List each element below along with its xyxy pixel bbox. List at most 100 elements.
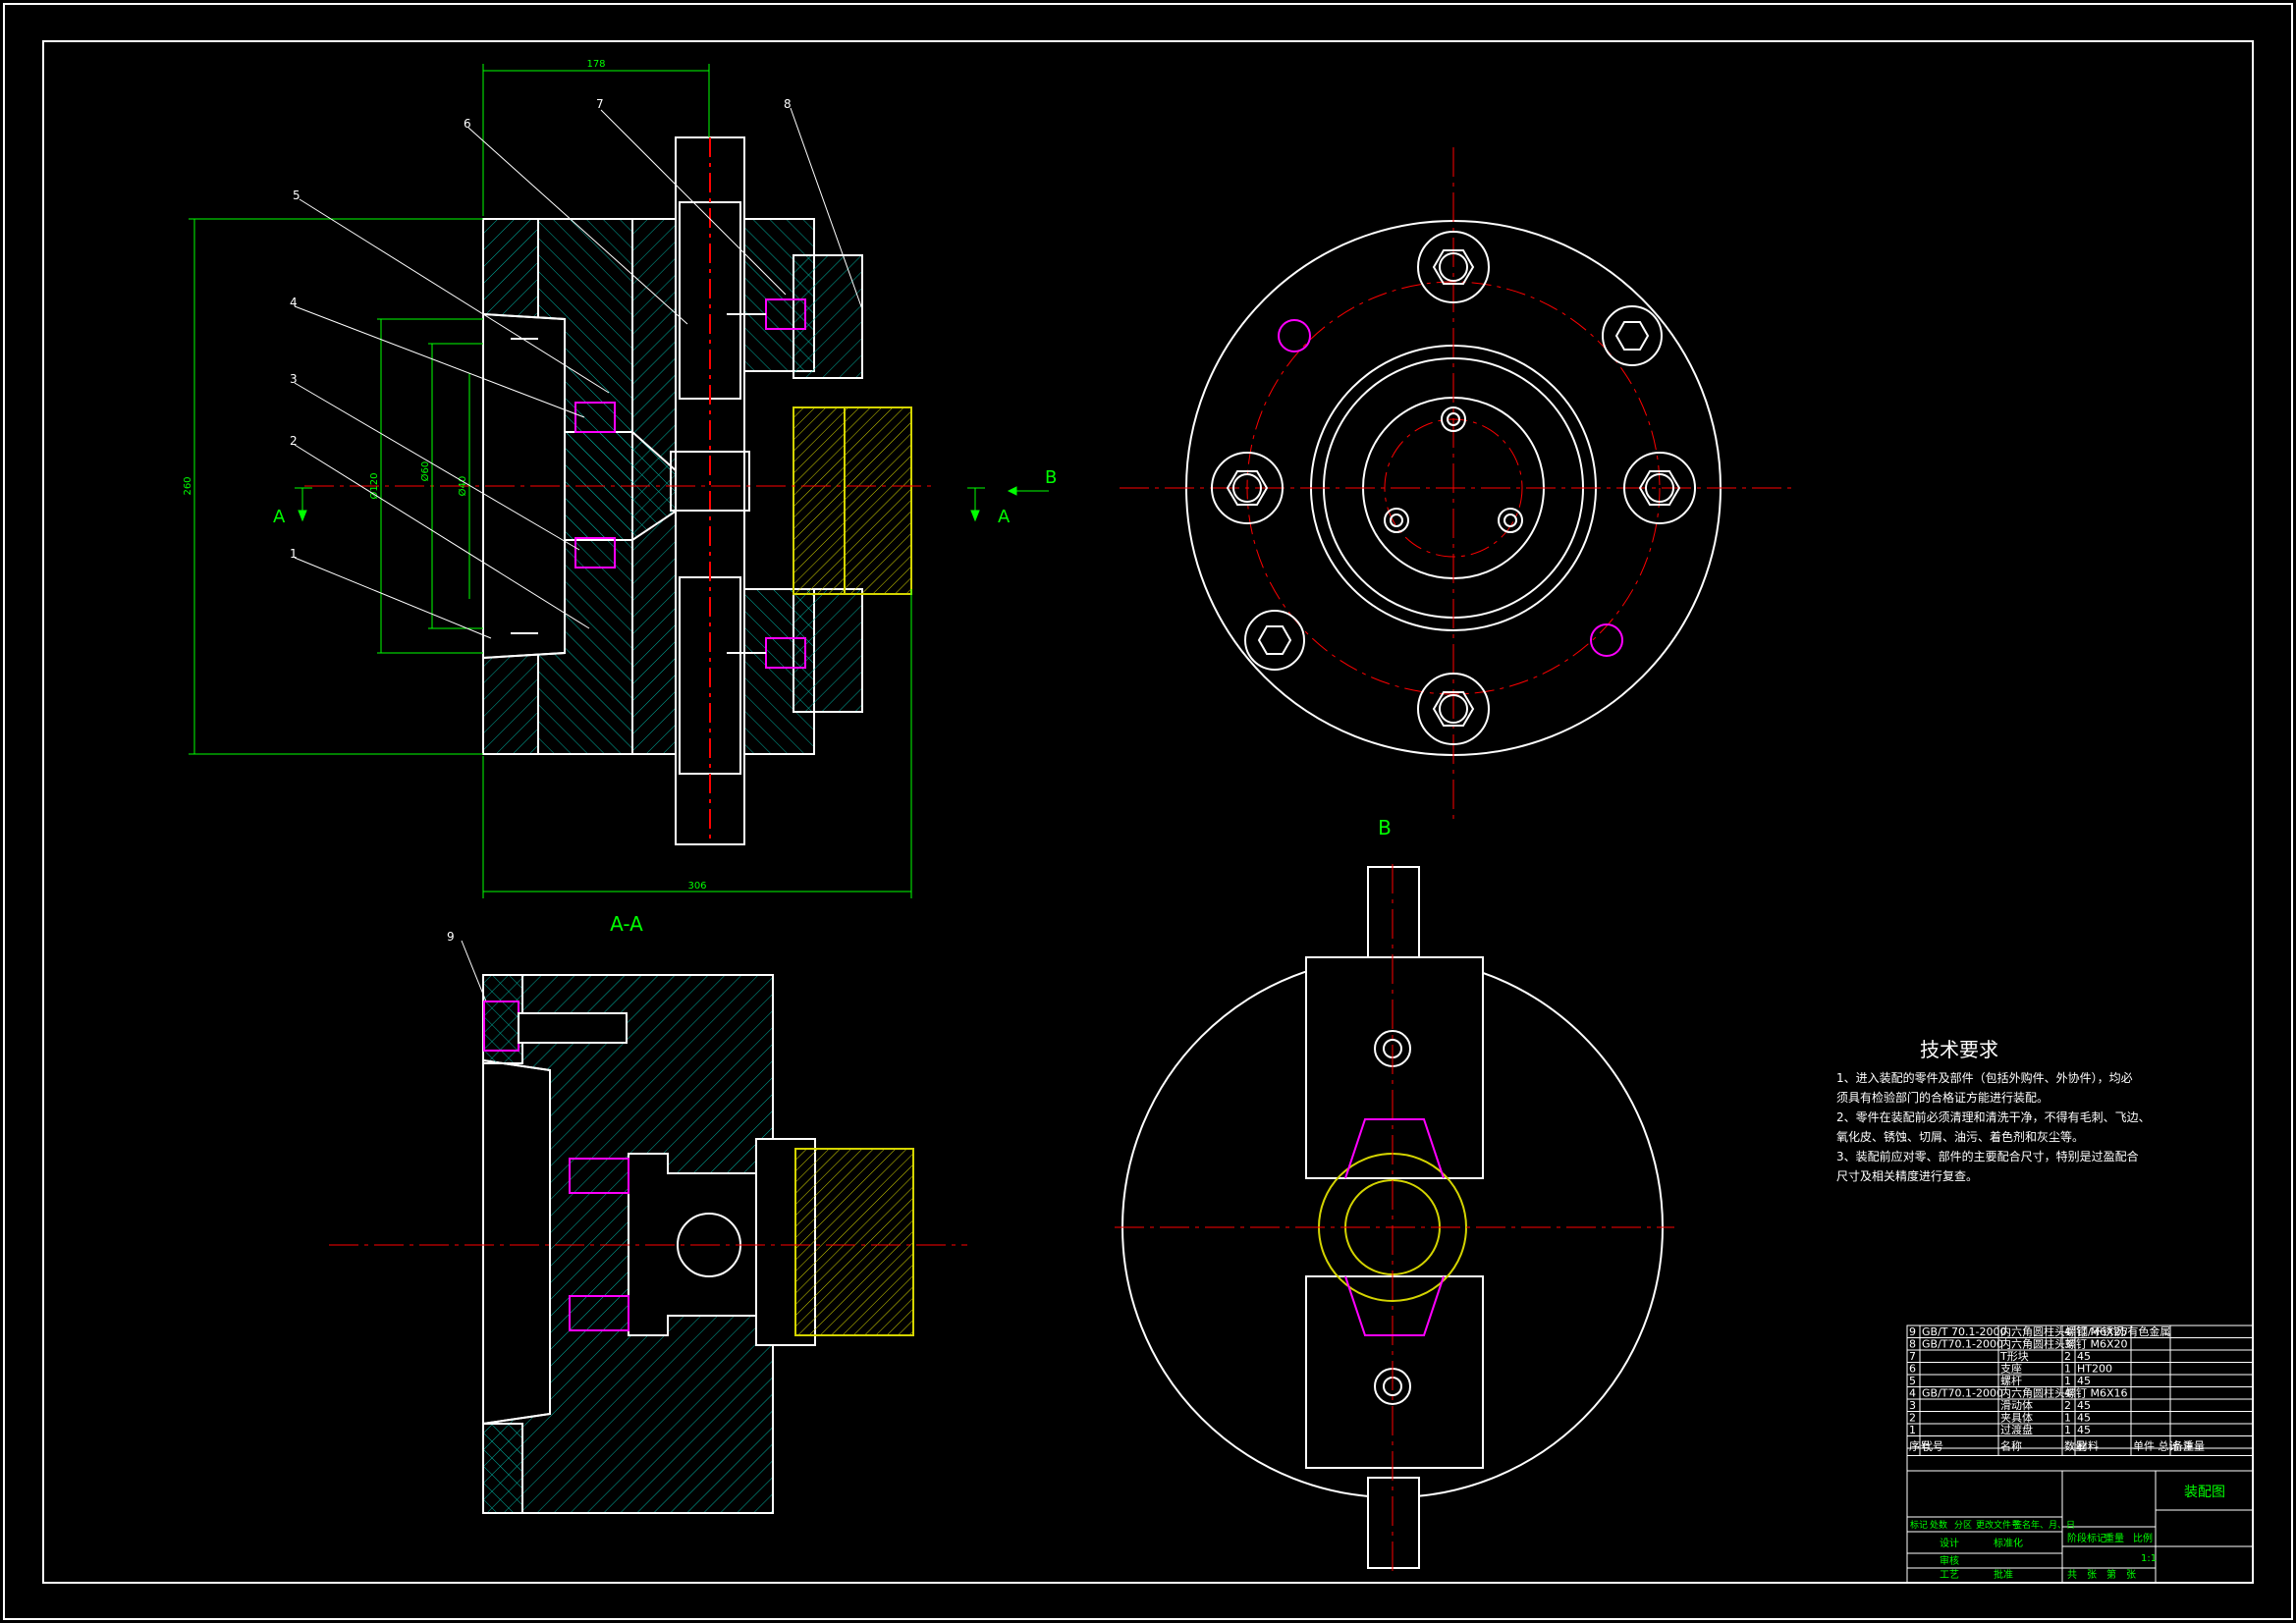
role-review: 审核: [1940, 1554, 1959, 1567]
cut-mark-a-right: A: [998, 507, 1011, 527]
bom-cell: T形块: [1999, 1350, 2029, 1363]
bom-header-cell: 名称: [2000, 1439, 2022, 1453]
dim-inner-h2: Ø60: [419, 461, 431, 482]
change-label: 标记: [1910, 1519, 1928, 1531]
balloon-leaders: [294, 107, 863, 1002]
bom-cell: 9: [1909, 1325, 1916, 1338]
outer-border: [3, 3, 2293, 1620]
bom-table: [1906, 1325, 2254, 1584]
bom-cell: 内六角圆柱头螺钉 M6X20: [2000, 1337, 2128, 1351]
cut-mark-a-left: A: [273, 507, 286, 527]
bom-cell: GB/T 70.1-2000: [1922, 1325, 2006, 1338]
bom-cell: 夹具体: [2000, 1411, 2033, 1425]
bom-cell: 支座: [2000, 1362, 2022, 1376]
dim-bottom-width: 306: [687, 881, 706, 892]
bom-cell: 2: [2064, 1399, 2071, 1412]
tech-req-line: 1、进入装配的零件及部件（包括外购件、外协件），均必: [1836, 1070, 2133, 1085]
balloon-1: 1: [290, 547, 298, 561]
sheet-unit-2: 张: [2126, 1569, 2136, 1581]
balloon-4: 4: [290, 296, 298, 309]
drawing-name: 装配图: [2184, 1485, 2225, 1500]
tech-req-lines: 1、进入装配的零件及部件（包括外购件、外协件），均必 须具有检验部门的合格证方能…: [1836, 1070, 2151, 1183]
change-label: 处数: [1930, 1519, 1947, 1531]
bom-header-cell: 序号: [1909, 1439, 1931, 1453]
sheet-unit-1: 张: [2087, 1569, 2097, 1581]
dim-top-width: 178: [586, 59, 605, 70]
bom-cell: 45: [2077, 1412, 2091, 1425]
bom-cell: GB/T70.1-2000: [1922, 1387, 2003, 1400]
bom-cell: 45: [2077, 1424, 2091, 1436]
dim-inner-h3: Ø40: [457, 476, 468, 497]
bom-cell: 6: [1909, 1363, 1916, 1376]
balloon-7: 7: [596, 97, 604, 111]
bom-cell: 滑动体: [2000, 1398, 2033, 1412]
change-label: 更改文件号: [1976, 1519, 2020, 1531]
side-view-circle: [1120, 147, 1792, 825]
bom-cell: 4: [2064, 1325, 2071, 1338]
view-b: [1115, 864, 1674, 1571]
sheet-total: 共: [2067, 1569, 2077, 1581]
bom-cell: 45: [2077, 1350, 2091, 1363]
bom-cell: 7: [1909, 1350, 1916, 1363]
bom-cell: 8: [1909, 1338, 1916, 1351]
scale-label: 比例: [2133, 1532, 2153, 1544]
tech-req-line: 须具有检验部门的合格证方能进行装配。: [1836, 1090, 2049, 1105]
change-label: 签名: [2013, 1519, 2031, 1531]
main-section-view: [304, 136, 933, 845]
bom-cell: 螺杆: [2000, 1374, 2022, 1387]
role-design: 设计: [1940, 1537, 1959, 1549]
dim-inner-h1: Ø120: [368, 473, 380, 500]
bom-cell: 钢/不锈钢/有色金属: [2077, 1325, 2170, 1338]
bom-cell: GB/T70.1-2000: [1922, 1338, 2003, 1351]
cut-marks: [295, 486, 1049, 522]
balloon-3: 3: [290, 372, 298, 386]
bom-cell: 1: [2064, 1424, 2071, 1436]
bom-cell: HT200: [2077, 1363, 2112, 1376]
change-label: 年、月、日: [2031, 1519, 2075, 1531]
main-dimensions: [189, 64, 912, 898]
bom-cell: 3: [1909, 1399, 1916, 1412]
bom-cell: 4: [1909, 1387, 1916, 1400]
inner-border: [42, 40, 2254, 1584]
tech-req-line: 尺寸及相关精度进行复查。: [1836, 1168, 1978, 1183]
bom-cell: 1: [1909, 1424, 1916, 1436]
balloon-5: 5: [293, 189, 301, 202]
view-b-label: B: [1378, 816, 1392, 839]
section-aa-view: [329, 974, 967, 1514]
std-label: 标准化: [1994, 1537, 2023, 1549]
tech-req-line: 2、零件在装配前必须清理和清洗干净，不得有毛刺、飞边、: [1836, 1109, 2151, 1124]
bolt-head-icon: [1417, 231, 1490, 303]
bom-cell: 1: [2064, 1363, 2071, 1376]
change-label: 分区: [1954, 1520, 1972, 1531]
balloon-9: 9: [447, 930, 455, 944]
bom-cell: 2: [1909, 1412, 1916, 1425]
bom-cell: 内六角圆柱头螺钉 M6X25: [2000, 1325, 2128, 1338]
bom-header-cell: 备注: [2172, 1439, 2194, 1453]
bom-header-cell: 材料: [2077, 1439, 2099, 1453]
change-labels: 标记 处数 分区 更改文件号 签名 年、月、日: [1910, 1519, 2075, 1531]
section-label-aa: A-A: [610, 912, 643, 936]
tech-req-line: 3、装配前应对零、部件的主要配合尺寸，特别是过盈配合: [1836, 1149, 2139, 1163]
bom-cell: 内六角圆柱头螺钉 M6X16: [2000, 1386, 2128, 1400]
bom-header-cell: 数量: [2064, 1440, 2086, 1453]
bom-header-cell: 单件 总计 重量: [2133, 1439, 2205, 1453]
approve-label: 批准: [1994, 1568, 2013, 1581]
weight-label: 重量: [2105, 1532, 2124, 1544]
tech-req-title: 技术要求: [1920, 1038, 1998, 1061]
title-block: [1907, 1470, 2253, 1583]
tech-req-line: 氧化皮、锈蚀、切屑、油污、着色剂和灰尘等。: [1836, 1129, 2084, 1144]
stage-mark: 阶段标记: [2067, 1532, 2106, 1544]
cut-mark-b: B: [1045, 467, 1057, 488]
bom-cell: 过渡盘: [2000, 1423, 2033, 1436]
bom-cell: 3: [2064, 1338, 2071, 1351]
bom-cell: 2: [2064, 1350, 2071, 1363]
bom-cell: 1: [2064, 1375, 2071, 1387]
dim-left-height: 260: [183, 476, 193, 495]
role-process: 工艺: [1940, 1569, 1959, 1581]
sheet-num: 第: [2106, 1568, 2116, 1581]
bom-cell: 4: [2064, 1387, 2071, 1400]
balloon-6: 6: [464, 117, 471, 131]
balloon-8: 8: [784, 97, 792, 111]
